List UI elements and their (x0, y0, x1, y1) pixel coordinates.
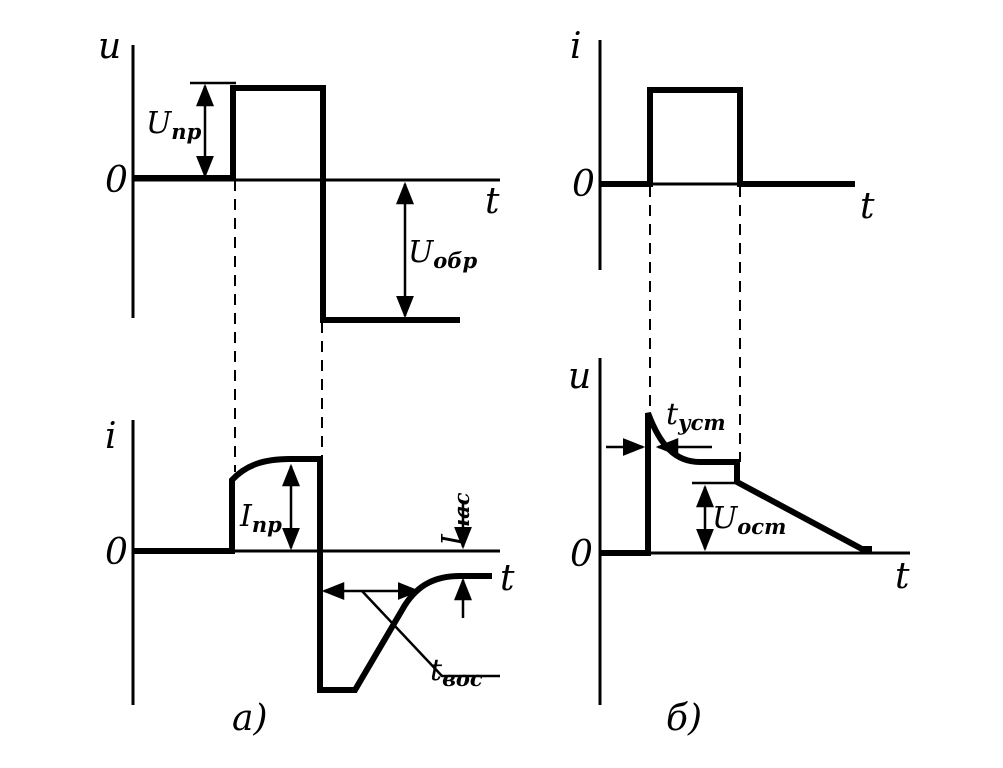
panel-b-caption: б) (666, 698, 702, 739)
voltage-waveform (133, 85, 460, 323)
b-current-axis-label: i (570, 26, 582, 67)
b-current-waveform (600, 87, 855, 187)
reverse-voltage-label: Uобр (408, 235, 477, 273)
forward-current-label: Iпр (239, 499, 282, 537)
b-voltage-zero-label: 0 (570, 534, 593, 575)
current-zero-label: 0 (105, 532, 128, 573)
current-time-label: t (500, 558, 515, 599)
panel-a-current-plot: i 0 t Iпр tвос Iнас (105, 416, 515, 705)
voltage-zero-label: 0 (105, 160, 128, 201)
residual-voltage-label: Uост (712, 501, 786, 539)
panel-a-voltage-plot: u 0 t Uпр Uобр (98, 26, 500, 323)
forward-voltage-label: Uпр (146, 106, 202, 144)
panel-b-voltage-plot: u 0 t tуст Uост (568, 356, 910, 705)
b-voltage-axis-label: u (568, 356, 591, 397)
recovery-leader-line (361, 590, 500, 678)
panel-a-caption: а) (232, 698, 268, 739)
b-current-zero-label: 0 (572, 164, 595, 205)
current-axis-label: i (105, 416, 117, 457)
saturation-current-label: Iнас (436, 492, 474, 547)
b-current-time-label: t (860, 186, 875, 227)
voltage-axis-label: u (98, 26, 121, 67)
panel-b-current-plot: i 0 t (570, 26, 875, 270)
current-waveform (133, 456, 492, 693)
settle-time-label: tуст (666, 397, 726, 435)
recovery-time-label: tвос (430, 653, 483, 691)
b-voltage-time-label: t (895, 556, 910, 597)
voltage-time-label: t (485, 181, 500, 222)
